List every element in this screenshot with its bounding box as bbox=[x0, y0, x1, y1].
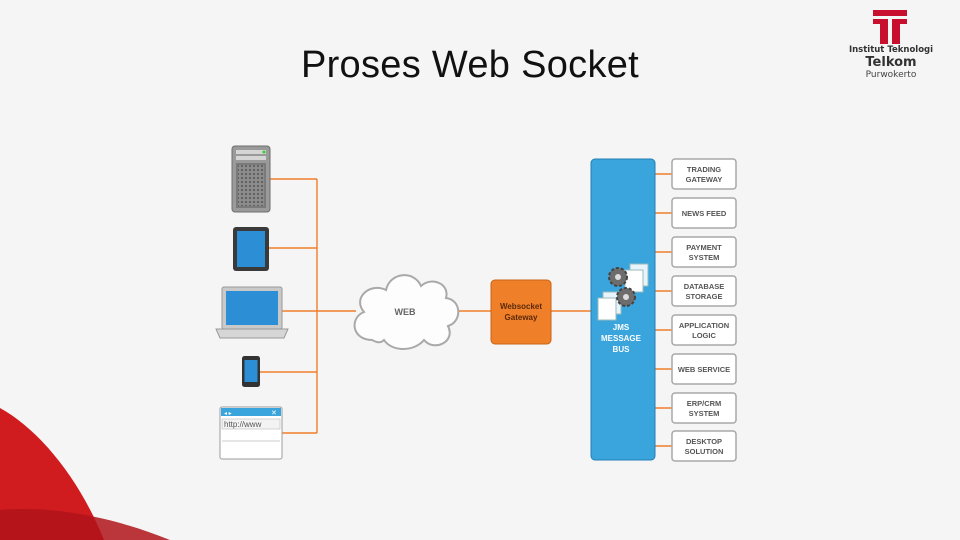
slide-title: Proses Web Socket bbox=[300, 44, 640, 86]
web-cloud: WEB bbox=[353, 274, 460, 350]
browser-url: http://www bbox=[224, 420, 262, 429]
cloud-label: WEB bbox=[395, 307, 416, 317]
gateway-label-line1: Websocket bbox=[500, 302, 542, 311]
institution-logo: Institut Teknologi Telkom Purwokerto bbox=[836, 8, 946, 80]
server-icon bbox=[231, 145, 271, 213]
service-label: PAYMENT bbox=[686, 243, 722, 252]
service-label: DESKTOP bbox=[686, 437, 722, 446]
bus-label-line: JMS bbox=[613, 323, 630, 332]
service-label: LOGIC bbox=[692, 331, 716, 340]
gears-icon bbox=[597, 263, 649, 321]
service-label: TRADING bbox=[687, 165, 721, 174]
service-box: NEWS FEED bbox=[671, 197, 737, 229]
service-label: SYSTEM bbox=[689, 253, 720, 262]
laptop-icon bbox=[215, 286, 289, 339]
bus-label-line: MESSAGE bbox=[601, 334, 642, 343]
service-label: WEB SERVICE bbox=[678, 365, 730, 374]
browser-window-icon: ◂ ▸ ✕ http://www bbox=[219, 406, 283, 460]
service-label: GATEWAY bbox=[686, 175, 723, 184]
svg-text:✕: ✕ bbox=[271, 410, 277, 417]
service-label: STORAGE bbox=[686, 292, 723, 301]
logo-mark-icon bbox=[873, 10, 907, 44]
client-connectors bbox=[260, 178, 591, 434]
service-label: DATABASE bbox=[684, 282, 725, 291]
service-label: NEWS FEED bbox=[682, 209, 727, 218]
logo-line-institute: Institut Teknologi bbox=[848, 45, 934, 55]
service-label: SYSTEM bbox=[689, 409, 720, 418]
tablet-icon bbox=[233, 227, 269, 271]
svg-text:◂ ▸: ◂ ▸ bbox=[224, 411, 232, 417]
service-label: ERP/CRM bbox=[687, 399, 722, 408]
logo-line-telkom: Telkom bbox=[865, 55, 917, 70]
service-label: APPLICATION bbox=[679, 321, 729, 330]
jms-message-bus: JMS MESSAGE BUS bbox=[590, 158, 656, 461]
service-label: SOLUTION bbox=[685, 447, 724, 456]
bus-label: JMS MESSAGE BUS bbox=[601, 323, 642, 354]
bus-label-line: BUS bbox=[613, 345, 631, 354]
smartphone-icon bbox=[242, 356, 260, 387]
gateway-label-line2: Gateway bbox=[505, 313, 538, 322]
service-box: WEB SERVICE bbox=[671, 353, 737, 385]
websocket-gateway: Websocket Gateway bbox=[490, 279, 552, 345]
logo-line-city: Purwokerto bbox=[865, 70, 917, 80]
service-connectors bbox=[655, 173, 672, 447]
